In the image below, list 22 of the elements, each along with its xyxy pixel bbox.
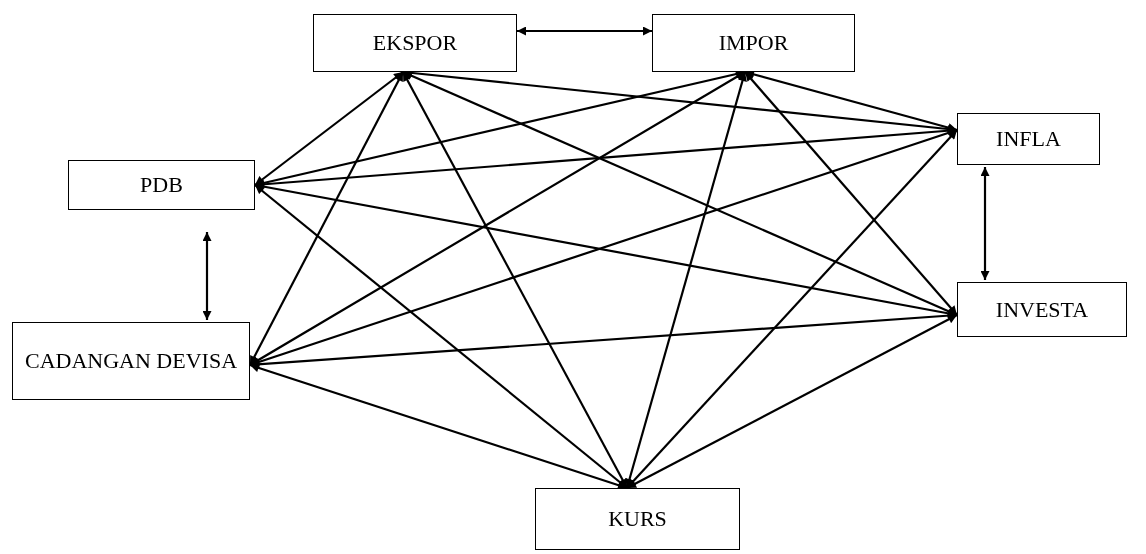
label-box <box>68 160 255 210</box>
node-label: PDB <box>140 171 183 200</box>
arrow <box>980 167 990 280</box>
node-label: IMPOR <box>718 29 789 58</box>
arrow <box>517 26 652 36</box>
node-label: INFLA <box>996 125 1061 154</box>
arrow <box>744 71 958 316</box>
label-box <box>652 14 855 72</box>
arrow <box>625 71 747 489</box>
node-label: KURS <box>608 505 667 534</box>
arrow <box>249 71 404 366</box>
node-label: CADANGAN DEVISA <box>24 347 238 376</box>
label-box <box>12 322 250 400</box>
arrow <box>254 71 404 186</box>
label-box <box>957 282 1127 337</box>
label-box <box>957 113 1100 165</box>
node-label: EKSPOR <box>372 29 458 58</box>
node-label: INVESTA <box>995 295 1089 324</box>
arrow <box>202 232 212 320</box>
arrow <box>402 71 628 489</box>
label-box <box>535 488 740 550</box>
label-box <box>313 14 517 72</box>
